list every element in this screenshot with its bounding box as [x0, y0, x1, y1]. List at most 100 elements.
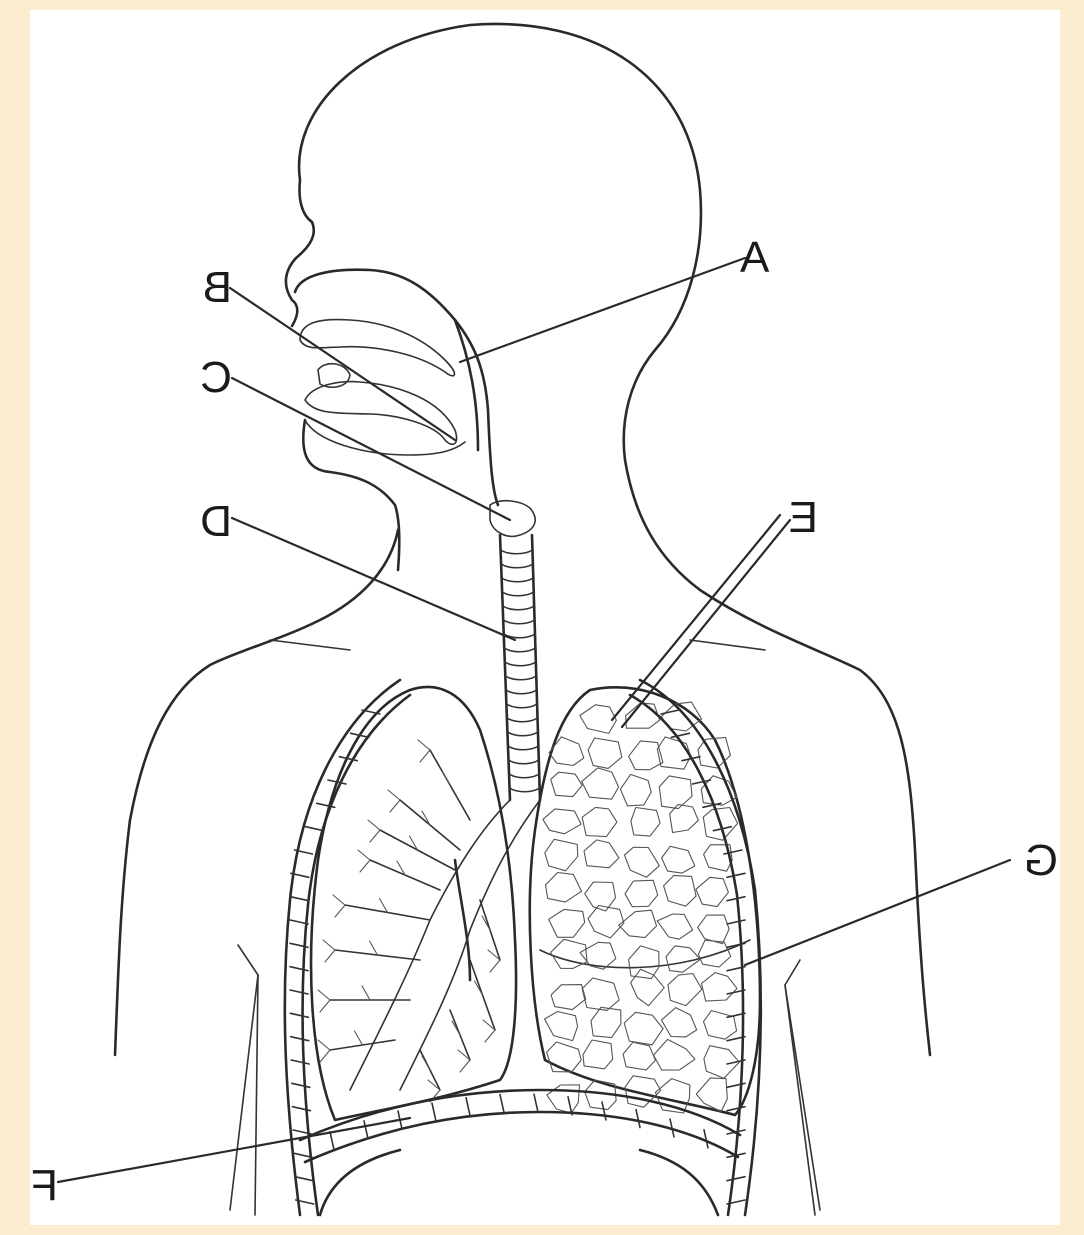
alveolus [631, 808, 660, 837]
trachea-ring [502, 578, 534, 582]
alveolus [657, 914, 692, 939]
diaphragm-segment [602, 1102, 606, 1120]
label-b: B [203, 263, 232, 312]
alveolus [629, 741, 663, 770]
diaphragm [300, 1090, 740, 1215]
rib-segment [727, 873, 745, 877]
diaphragm-segment [466, 1098, 470, 1116]
alveolus [546, 873, 582, 903]
alveolus [582, 807, 617, 836]
trachea-ring [508, 746, 538, 750]
leader-d [232, 518, 515, 640]
trachea-ring [505, 676, 536, 680]
alveolus [585, 882, 616, 911]
alveolus [591, 1007, 621, 1037]
alveolus [551, 772, 583, 796]
alveolus [588, 738, 622, 768]
rib-segment [661, 710, 679, 714]
alveolus [696, 877, 729, 906]
respiratory-system-diagram: A B C D E F G [30, 10, 1060, 1225]
rib-segment [727, 1177, 745, 1181]
alveolus [625, 880, 658, 906]
alveolus [654, 1039, 695, 1070]
alveolus [549, 909, 585, 937]
trachea-ring [503, 620, 534, 624]
leader-e2 [622, 520, 790, 727]
label-e: E [789, 493, 818, 542]
alveolus [582, 978, 619, 1010]
rib-segment [295, 1177, 313, 1181]
alveolus [702, 973, 738, 1002]
bronchiole [333, 895, 388, 917]
rib-segment [290, 897, 308, 901]
rib-segment [290, 990, 308, 994]
nasal-oral-cavity [295, 270, 535, 537]
trachea-ring [506, 690, 537, 694]
trachea-ring [507, 718, 538, 722]
trachea-ring [501, 564, 533, 568]
bronchiole [482, 916, 500, 972]
trachea-ring [510, 788, 540, 792]
diaphragm-segment [364, 1121, 368, 1139]
rib-segment [306, 827, 324, 831]
alveolus [583, 1040, 613, 1069]
trachea-ring [507, 732, 538, 736]
alveolus [629, 946, 659, 979]
bronchiole [318, 986, 370, 1012]
diaphragm-segment [500, 1094, 504, 1112]
leader-e [612, 515, 780, 720]
diaphragm-segment [330, 1132, 334, 1150]
rib-segment [724, 850, 742, 854]
diaphragm-segment [534, 1094, 538, 1112]
rib-segment [291, 1060, 309, 1064]
alveolus [582, 768, 619, 799]
rib-segment [290, 967, 308, 971]
alveolus [580, 705, 617, 734]
bronchiole [475, 981, 496, 1042]
alveolus [551, 985, 586, 1010]
alveolus [545, 839, 578, 871]
rib-segment [292, 1083, 310, 1087]
label-c: C [200, 353, 232, 402]
alveolus [662, 1008, 697, 1037]
alveolus [666, 946, 700, 972]
bronchiole [422, 1056, 440, 1102]
alveolus [545, 1012, 578, 1041]
trachea-ring [501, 550, 533, 554]
alveolus [698, 915, 729, 944]
trachea-ring [503, 606, 534, 610]
alveolus [624, 1012, 663, 1045]
right-lung-alveoli [530, 687, 760, 1115]
bronchiole [452, 1021, 470, 1072]
alveolus [547, 1042, 582, 1072]
leader-g [745, 860, 1010, 965]
trachea-ring [504, 648, 535, 652]
rib-segment [290, 1013, 308, 1017]
trachea-ring [506, 704, 537, 708]
rib-segment [291, 1037, 309, 1041]
alveolus [659, 776, 692, 809]
trachea-ring [508, 760, 538, 764]
trachea [500, 535, 540, 800]
alveolus [619, 910, 657, 937]
alveolus [623, 1042, 655, 1070]
alveolus [704, 1011, 737, 1040]
alveolus [662, 846, 695, 873]
label-d: D [200, 497, 232, 546]
diagram-frame: A B C D E F G [30, 10, 1060, 1225]
trachea-ring [505, 662, 536, 666]
trachea-ring [502, 592, 534, 596]
diaphragm-segment [704, 1130, 708, 1148]
bronchiole [418, 740, 450, 785]
leader-a [460, 258, 745, 362]
diaphragm-segment [636, 1110, 640, 1128]
alveolus [624, 847, 659, 877]
alveolus [664, 875, 697, 906]
trachea-ring [509, 774, 539, 778]
label-f: F [31, 1161, 58, 1210]
alveolus [670, 804, 699, 832]
alveolus [620, 774, 651, 806]
label-a: A [740, 233, 770, 282]
leader-c [232, 378, 510, 520]
left-lung-bronchi [311, 687, 540, 1120]
